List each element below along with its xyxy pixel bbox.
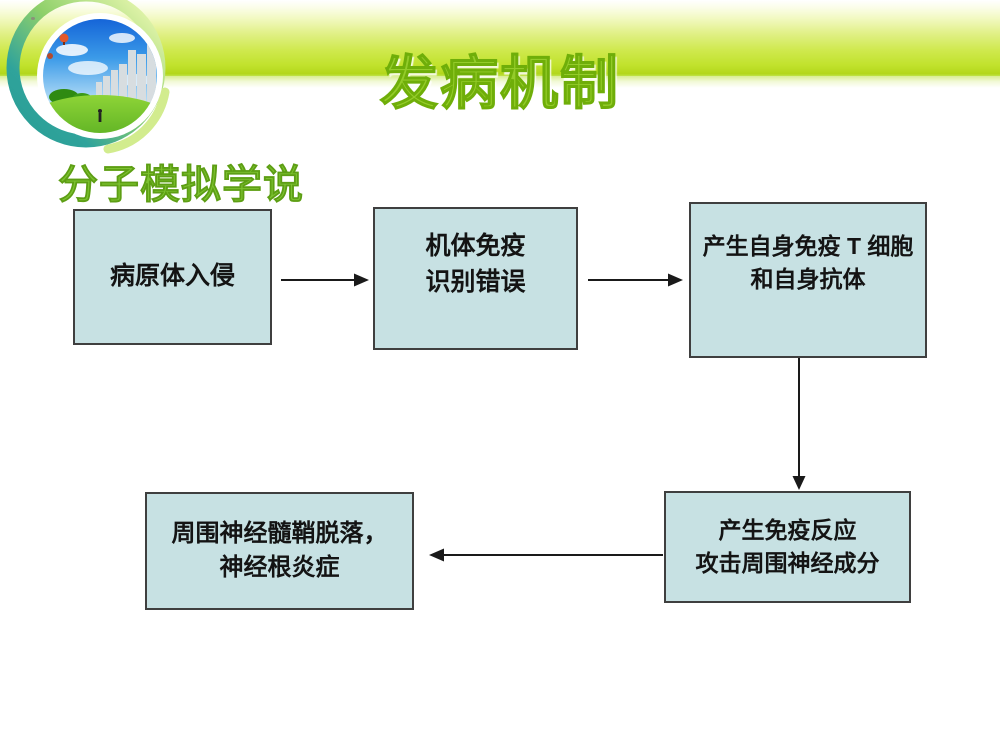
flow-arrow-autoimmune-to-attack <box>792 358 806 490</box>
flow-node-label: 产生免疫反应 <box>718 517 857 544</box>
person-icon <box>98 109 102 122</box>
flow-node-label: 周围神经髓鞘脱落， <box>171 519 388 547</box>
flow-arrow-pathogen-to-misrecognition <box>281 273 369 287</box>
title-band <box>0 0 1000 76</box>
flow-node-autoimmune-t-cells-antibodies: 产生自身免疫 T 细胞 和自身抗体 <box>689 202 927 358</box>
page-subtitle: 分子模拟学说 <box>58 163 304 208</box>
page-title: 发病机制 <box>379 50 620 116</box>
flow-node-immune-attack-peripheral-nerve: 产生免疫反应 攻击周围神经成分 <box>664 491 911 603</box>
flow-node-label: 和自身抗体 <box>750 266 866 292</box>
nature-city-logo <box>6 0 170 154</box>
flow-node-immune-misrecognition: 机体免疫 识别错误 <box>373 207 578 350</box>
flow-node-label: 识别错误 <box>425 267 526 296</box>
flow-arrow-attack-to-demyelination <box>429 548 663 562</box>
city-skyline-icon <box>96 44 156 102</box>
flow-node-label: 神经根炎症 <box>219 554 340 581</box>
flow-node-demyelination-radiculitis: 周围神经髓鞘脱落， 神经根炎症 <box>145 492 414 610</box>
flow-node-label: 产生自身免疫 T 细胞 <box>702 233 914 260</box>
logo-lime-arc <box>103 87 170 154</box>
flow-node-label: 机体免疫 <box>425 232 526 260</box>
artifact-dot <box>31 17 35 20</box>
title-band-fade <box>0 76 1000 88</box>
flow-node-label: 攻击周围神经成分 <box>695 550 880 576</box>
hot-air-balloon-icon <box>47 33 69 59</box>
flow-node-label: 病原体入侵 <box>109 262 235 291</box>
flow-arrow-misrecognition-to-autoimmune <box>588 273 683 287</box>
flow-node-pathogen-invasion: 病原体入侵 <box>73 209 272 345</box>
